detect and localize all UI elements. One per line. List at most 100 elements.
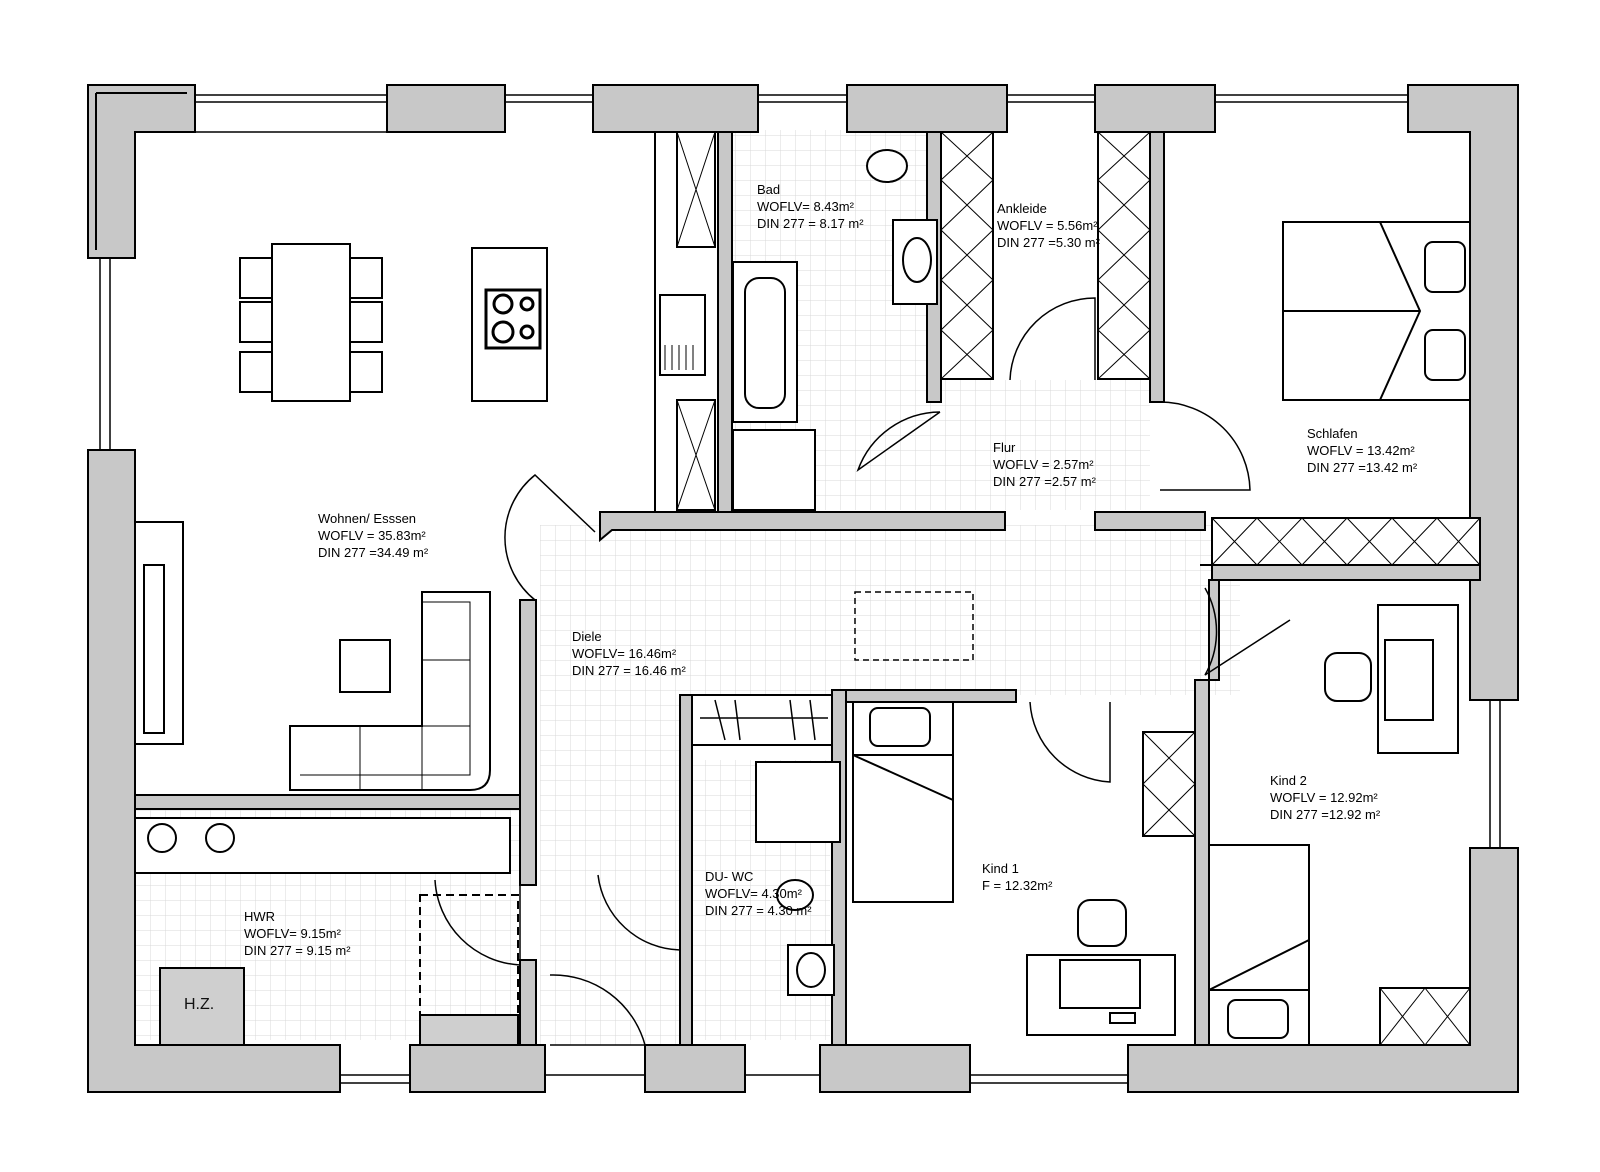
room-name: Schlafen xyxy=(1307,426,1358,441)
wall-top-seg1 xyxy=(386,84,506,133)
wardrobe-kind1 xyxy=(1142,731,1196,837)
chair-l3 xyxy=(239,351,273,393)
wall-ankleide-schlafen xyxy=(1149,131,1165,403)
wall-kind1-kind2 xyxy=(1194,679,1210,1046)
wardrobe-schlafen xyxy=(1211,517,1481,566)
pillow-kind1 xyxy=(869,707,931,747)
wall-wohnen-bottom xyxy=(134,794,521,810)
wall-right-lower xyxy=(1127,847,1519,1093)
room-name: Diele xyxy=(572,629,602,644)
kitchen-cabinet-2-x xyxy=(676,399,716,511)
room-label-du-wc: DU- WC WOFLV= 4.30m² DIN 277 = 4.30 m² xyxy=(705,868,812,919)
dining-table xyxy=(271,243,351,402)
dryer xyxy=(205,823,235,853)
chair-kind2 xyxy=(1324,652,1372,702)
wall-du-wc-left xyxy=(679,694,693,1046)
wall-top-seg3 xyxy=(846,84,1008,133)
room-name: Ankleide xyxy=(997,201,1047,216)
room-area-din: DIN 277 = 16.46 m² xyxy=(572,663,686,678)
window-right xyxy=(1489,700,1501,848)
room-name: Flur xyxy=(993,440,1016,455)
wall-kitchen-bad xyxy=(717,131,733,513)
window-top-5 xyxy=(1215,94,1408,103)
monitor-kind2 xyxy=(1384,639,1434,721)
wall-hwr-right xyxy=(519,959,537,1046)
room-area-woflv: WOFLV= 4.30m² xyxy=(705,886,802,901)
chair-r1 xyxy=(349,257,383,299)
keyboard-kind1 xyxy=(1109,1012,1136,1024)
tile-floor-diele xyxy=(540,525,1240,695)
washer xyxy=(147,823,177,853)
heating-label: H.Z. xyxy=(184,996,215,1013)
wardrobe-kind2-x xyxy=(1379,987,1471,1046)
appliance-counter xyxy=(134,817,511,874)
tiled-floors xyxy=(135,130,1240,1045)
wardrobe-ankleide-left-x xyxy=(940,131,994,380)
wall-bottom-seg3 xyxy=(819,1044,971,1093)
room-label-kind1: Kind 1 F = 12.32m² xyxy=(982,860,1052,894)
wall-bottom-seg2 xyxy=(644,1044,746,1093)
room-label-kind2: Kind 2 WOFLV = 12.92m² DIN 277 =12.92 m² xyxy=(1270,772,1380,823)
coffee-table xyxy=(339,639,391,693)
room-name: Kind 2 xyxy=(1270,773,1307,788)
room-area-din: DIN 277 =12.92 m² xyxy=(1270,807,1381,822)
wall-bottom-seg1 xyxy=(409,1044,546,1093)
wall-top-right-corner xyxy=(1407,84,1519,701)
window-top-2 xyxy=(505,94,593,103)
hob-2 xyxy=(519,296,535,312)
wardrobe-kind2 xyxy=(1379,987,1471,1046)
room-area-woflv: WOFLV = 5.56m² xyxy=(997,218,1098,233)
room-label-ankleide: Ankleide WOFLV = 5.56m² DIN 277 =5.30 m² xyxy=(997,200,1100,251)
window-bottom-3 xyxy=(970,1074,1128,1084)
door-schlafen xyxy=(1159,401,1251,491)
bed-kind2-blanket xyxy=(1208,939,1310,991)
room-area: F = 12.32m² xyxy=(982,878,1053,893)
washbasin-du-wc-bowl xyxy=(796,952,826,988)
room-area-din: DIN 277 =5.30 m² xyxy=(997,235,1100,250)
room-area-woflv: WOFLV = 12.92m² xyxy=(1270,790,1378,805)
sink-drainer-lines xyxy=(664,345,694,370)
wall-top-seg4 xyxy=(1094,84,1216,133)
room-area-din: DIN 277 =2.57 m² xyxy=(993,474,1096,489)
room-area-din: DIN 277 = 8.17 m² xyxy=(757,216,864,231)
wall-top-left-corner-inner xyxy=(95,92,187,250)
doors xyxy=(434,297,1291,1046)
washbasin-bowl xyxy=(902,237,932,283)
door-kind2 xyxy=(1204,587,1291,676)
hob-1 xyxy=(492,293,514,315)
room-name: DU- WC xyxy=(705,869,754,884)
exterior-walls xyxy=(87,84,1519,1093)
room-area-woflv: WOFLV= 16.46m² xyxy=(572,646,677,661)
chair-l1 xyxy=(239,257,273,299)
wall-schlafen-bottom xyxy=(1200,564,1481,581)
window-left xyxy=(99,258,111,450)
room-area-din: DIN 277 = 4.30 m² xyxy=(705,903,812,918)
room-area-woflv: WOFLV = 35.83m² xyxy=(318,528,426,543)
room-label-schlafen: Schlafen WOFLV = 13.42m² DIN 277 =13.42 … xyxy=(1307,425,1417,476)
bed-blanket xyxy=(1283,221,1422,401)
kind1-furniture xyxy=(852,701,1176,1036)
wardrobes xyxy=(940,131,1481,1046)
wall-kind2-top xyxy=(1208,579,1220,681)
shower-tray xyxy=(732,429,816,511)
pillow-2 xyxy=(1424,329,1466,381)
room-name: Kind 1 xyxy=(982,861,1019,876)
room-area-woflv: WOFLV= 9.15m² xyxy=(244,926,341,941)
wall-diele-top-right xyxy=(1094,511,1206,531)
pillow-1 xyxy=(1424,241,1466,293)
wall-kind1-top xyxy=(845,689,1017,703)
door-kind1 xyxy=(1029,701,1111,783)
toilet-bad xyxy=(866,149,908,183)
window-top-4 xyxy=(1007,94,1095,103)
wardrobe-schlafen-x xyxy=(1211,517,1481,566)
wall-diele-top-left xyxy=(599,511,1006,543)
room-label-hwr: HWR WOFLV= 9.15m² DIN 277 = 9.15 m² xyxy=(244,908,351,959)
double-bed xyxy=(1282,221,1471,401)
room-area-din: DIN 277 =13.42 m² xyxy=(1307,460,1418,475)
door-hwr xyxy=(434,879,521,966)
room-label-diele: Diele WOFLV= 16.46m² DIN 277 = 16.46 m² xyxy=(572,628,686,679)
window-top-1 xyxy=(195,94,387,133)
pillow-kind2 xyxy=(1227,999,1289,1039)
room-area-din: DIN 277 = 9.15 m² xyxy=(244,943,351,958)
wall-top-left-corner xyxy=(87,84,196,259)
